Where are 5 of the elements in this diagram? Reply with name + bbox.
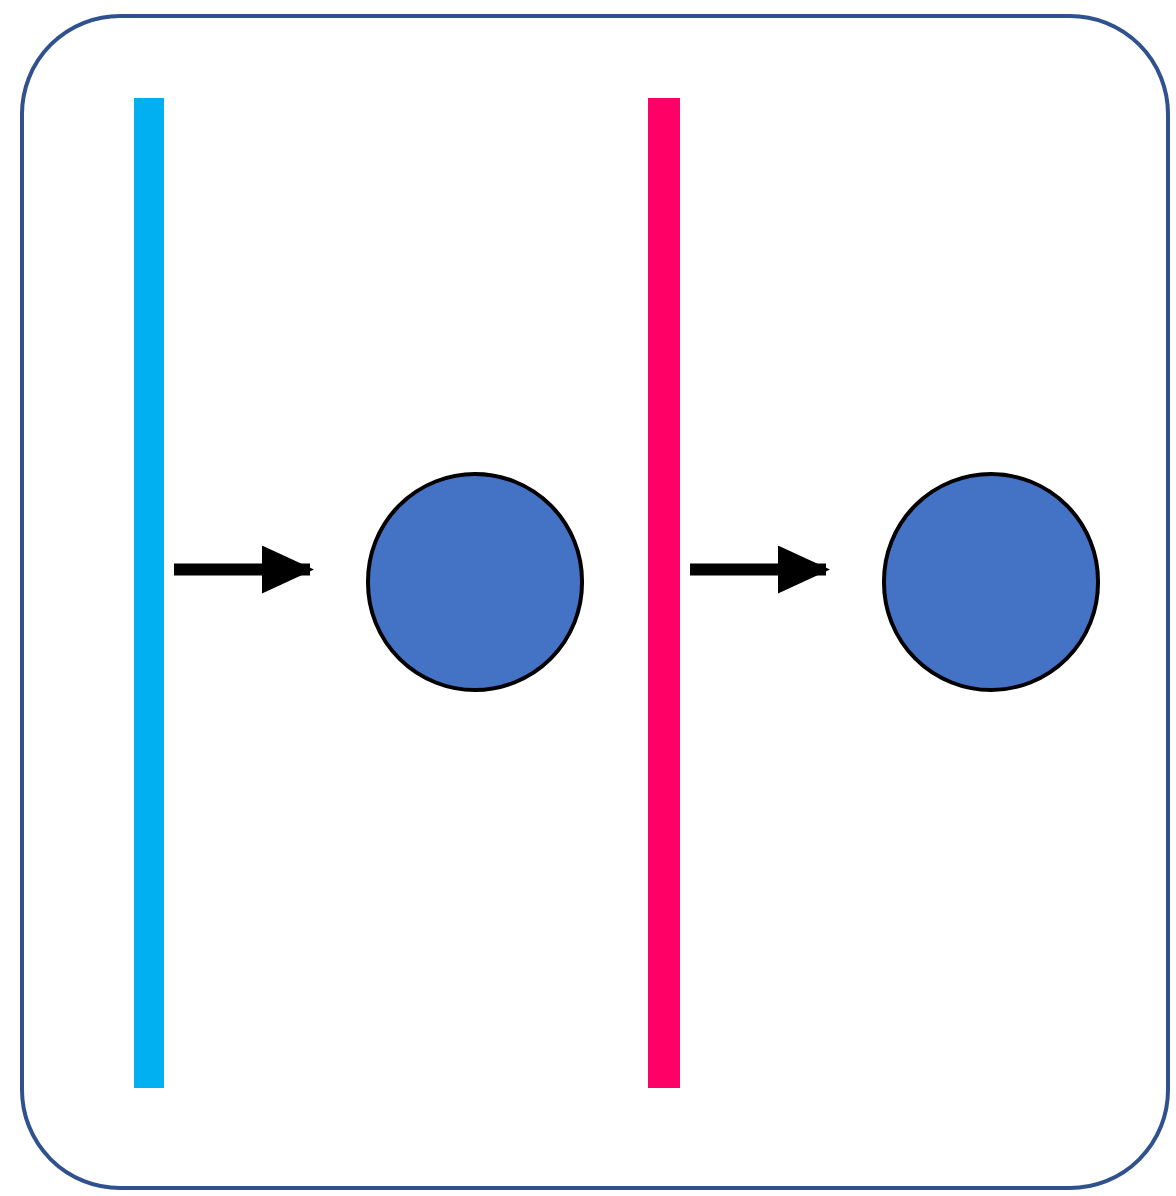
vertical-bar [134, 98, 164, 1088]
arrow [690, 545, 830, 594]
vertical-bar [648, 98, 680, 1088]
arrow [174, 545, 314, 594]
rounded-frame [20, 14, 1170, 1190]
